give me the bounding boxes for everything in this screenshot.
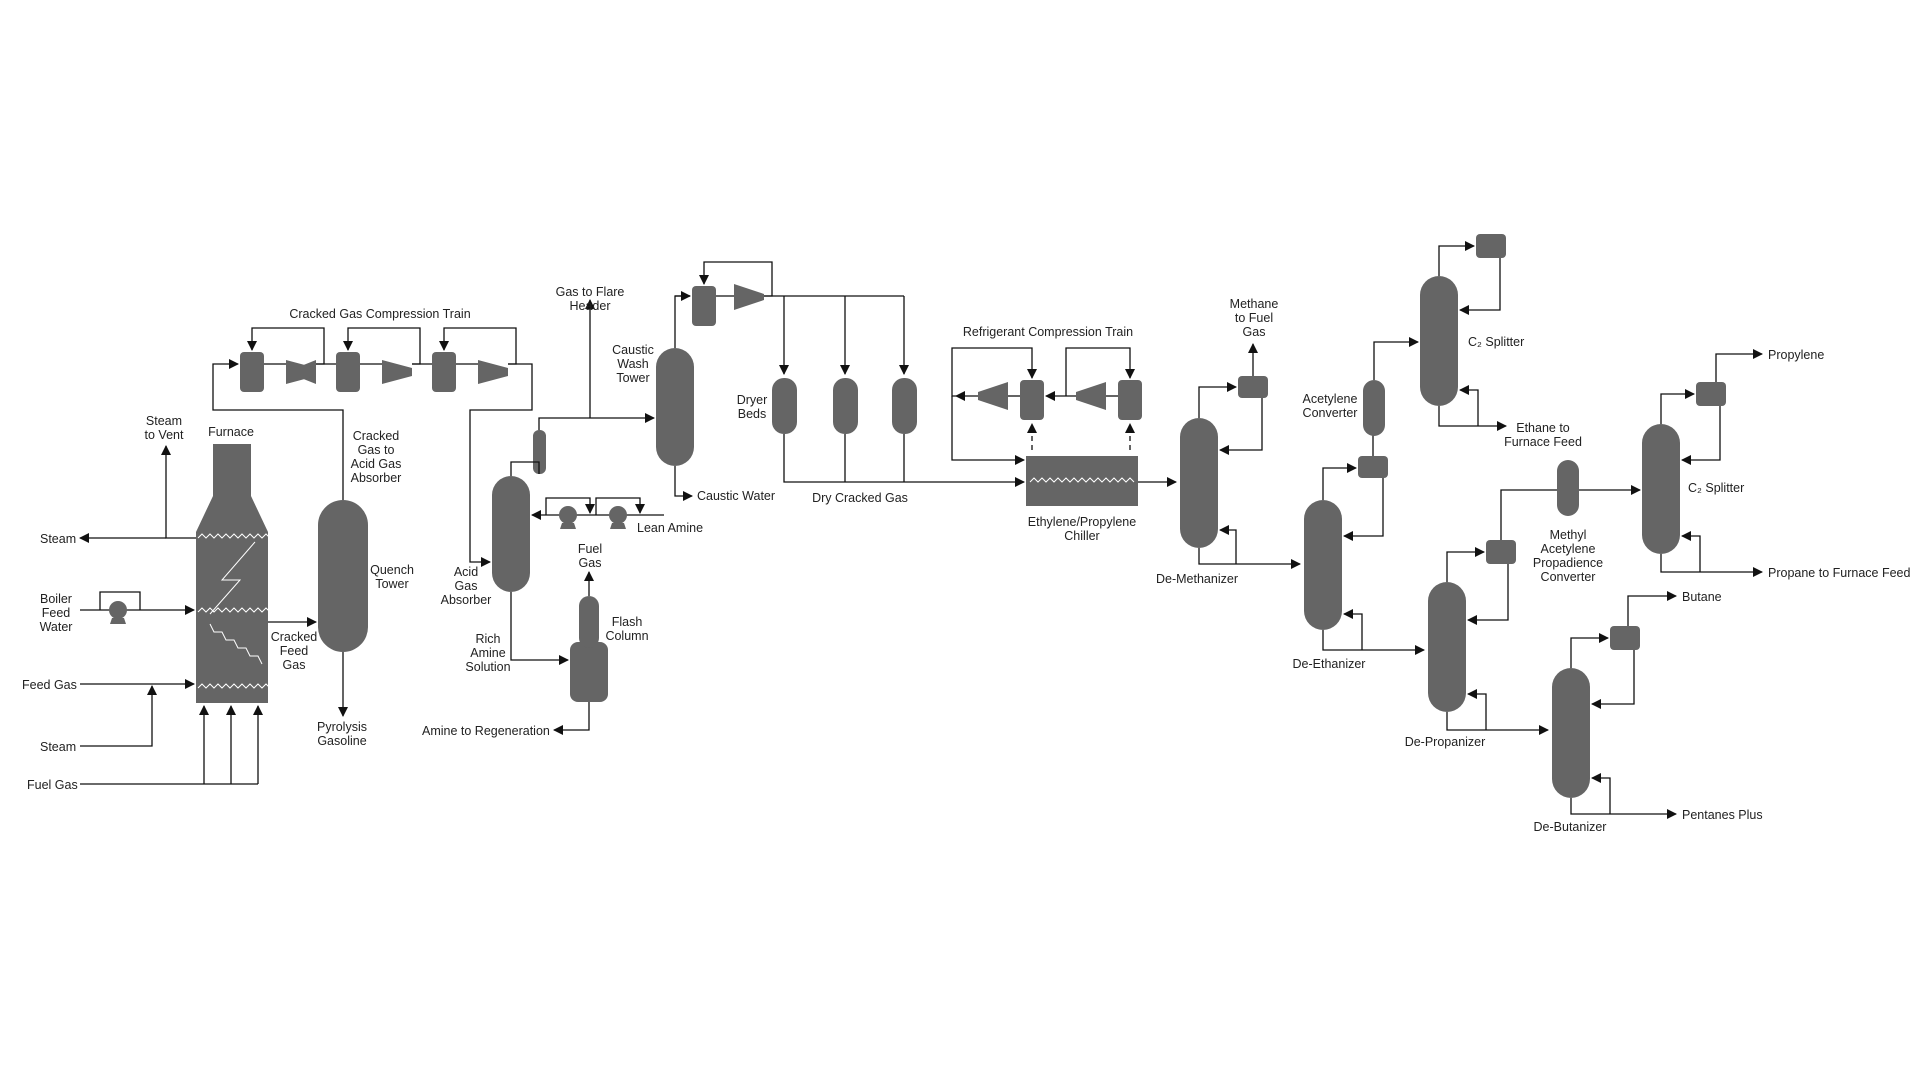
label-refrigerant-train: Refrigerant Compression Train <box>963 325 1133 339</box>
label-pentanes-plus: Pentanes Plus <box>1682 808 1763 822</box>
label-furnace: Furnace <box>208 425 254 439</box>
label-amine-regeneration: Amine to Regeneration <box>422 724 550 738</box>
label-caustic-water: Caustic Water <box>697 489 775 503</box>
knockout-drum-3 <box>432 352 456 392</box>
label-steam-top: Steam <box>40 532 76 546</box>
flash-column <box>570 642 608 702</box>
label-de-propanizer: De-Propanizer <box>1405 735 1486 749</box>
refrigerant-drum-1 <box>1020 380 1044 420</box>
knockout-drum-2 <box>336 352 360 392</box>
dryer-bed-2 <box>833 378 858 434</box>
de-butanizer <box>1552 668 1590 798</box>
refrigerant-compression-train <box>951 347 1142 465</box>
cracked-gas-compression-train <box>212 327 533 567</box>
furnace-convection-coil <box>197 533 271 615</box>
amine-pump-2 <box>609 506 627 524</box>
label-de-methanizer: De-Methanizer <box>1156 572 1238 586</box>
label-feed-gas: Feed Gas <box>22 678 77 692</box>
dryer-knockout-drum <box>692 286 716 326</box>
debutanizer-drum <box>1610 626 1640 650</box>
ethylene-propylene-chiller <box>1026 456 1138 506</box>
c2-splitter-drum <box>1476 234 1506 258</box>
compressor-3 <box>478 360 508 384</box>
label-cracked-gas-train: Cracked Gas Compression Train <box>289 307 470 321</box>
c3-splitter-drum <box>1696 382 1726 406</box>
demethanizer-drum <box>1238 376 1268 398</box>
absorber-knockout <box>533 430 546 474</box>
compressor-2 <box>382 360 412 384</box>
refrigerant-compressor-2 <box>1076 382 1106 410</box>
de-methanizer <box>1180 418 1218 548</box>
dryer-bed-1 <box>772 378 797 434</box>
bfw-pump <box>109 601 127 619</box>
label-c2-splitter: C₂ Splitter <box>1468 335 1524 349</box>
label-lean-amine: Lean Amine <box>637 521 703 535</box>
furnace <box>196 444 268 703</box>
acid-gas-absorber <box>492 476 530 592</box>
dryer-compressor <box>734 284 764 310</box>
quench-tower <box>318 500 368 652</box>
flash-column-top <box>579 596 599 648</box>
caustic-wash-tower <box>656 348 694 466</box>
label-steam-bottom: Steam <box>40 740 76 754</box>
label-dry-cracked-gas: Dry Cracked Gas <box>812 491 908 505</box>
c3-splitter <box>1642 424 1680 554</box>
de-propanizer <box>1428 582 1466 712</box>
refrigerant-drum-2 <box>1118 380 1142 420</box>
mapd-converter <box>1557 460 1579 516</box>
dryer-bed-3 <box>892 378 917 434</box>
refrigerant-compressor-1 <box>978 382 1008 410</box>
label-fuel-gas-left: Fuel Gas <box>27 778 78 792</box>
amine-pump-1 <box>559 506 577 524</box>
label-c3-splitter: C₂ Splitter <box>1688 481 1744 495</box>
depropanizer-drum <box>1486 540 1516 564</box>
acetylene-converter <box>1363 380 1385 436</box>
knockout-drum-1 <box>240 352 264 392</box>
furnace-section <box>79 444 317 785</box>
de-ethanizer <box>1304 500 1342 630</box>
deethanizer-drum <box>1358 456 1388 478</box>
label-de-ethanizer: De-Ethanizer <box>1293 657 1366 671</box>
c2-splitter <box>1420 276 1458 406</box>
label-propane-to-furnace: Propane to Furnace Feed <box>1768 566 1910 580</box>
label-de-butanizer: De-Butanizer <box>1534 820 1607 834</box>
label-propylene: Propylene <box>1768 348 1824 362</box>
label-butane: Butane <box>1682 590 1722 604</box>
